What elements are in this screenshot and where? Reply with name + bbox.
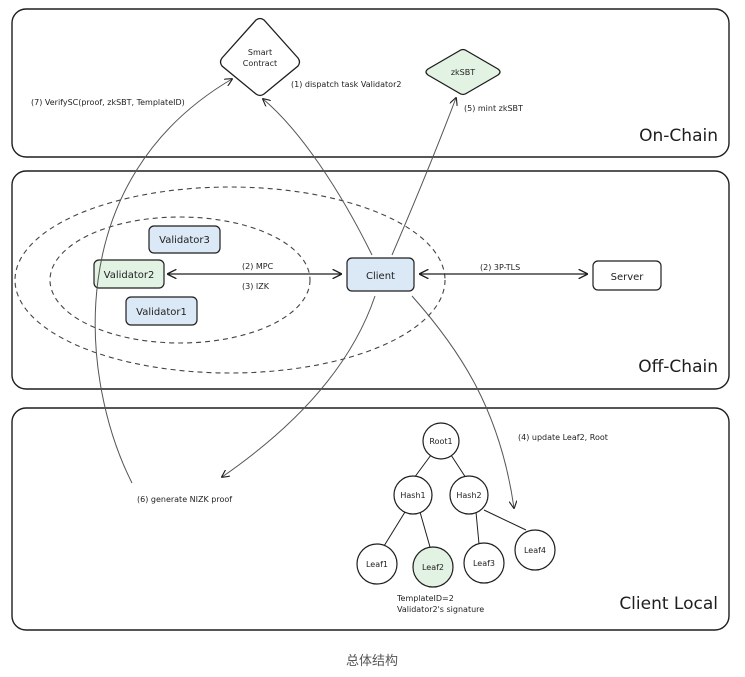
svg-text:Validator2: Validator2 (104, 270, 155, 281)
mpc-label: (2) MPC (242, 262, 274, 271)
leaf-note-line1: TemplateID=2 (396, 594, 454, 603)
dispatch-label: (1) dispatch task Validator2 (291, 80, 401, 89)
dispatch-arrow (263, 99, 373, 256)
svg-text:Server: Server (611, 272, 645, 283)
smart-contract-label-line2: Contract (243, 59, 277, 68)
nizk-arrow (222, 295, 376, 477)
off-chain-label: Off-Chain (638, 357, 718, 377)
validator-group-ellipse-outer (14, 186, 446, 374)
client-local-section (11, 407, 730, 631)
leaf2-node: Leaf2 (412, 546, 454, 588)
smart-contract-node: Smart Contract (219, 17, 301, 97)
client-node: Client (346, 257, 415, 292)
svg-text:Leaf3: Leaf3 (473, 559, 495, 568)
validator2-node: Validator2 (93, 259, 165, 289)
svg-text:Hash1: Hash1 (400, 491, 425, 500)
tls-label: (2) 3P-TLS (480, 263, 520, 272)
server-node: Server (592, 260, 662, 291)
merkle-tree-edges (383, 454, 527, 548)
zksbt-node: zkSBT (425, 48, 501, 96)
leaf3-node: Leaf3 (463, 542, 505, 584)
mint-label: (5) mint zkSBT (464, 104, 523, 113)
leaf1-node: Leaf1 (356, 543, 398, 585)
svg-text:Leaf2: Leaf2 (422, 563, 444, 572)
update-arrow (411, 295, 514, 508)
off-chain-section (11, 170, 730, 390)
leaf-note-line2: Validator2's signature (397, 605, 484, 614)
svg-text:Validator3: Validator3 (159, 235, 210, 246)
validator1-node: Validator1 (125, 296, 198, 326)
on-chain-section (11, 8, 730, 158)
leaf4-node: Leaf4 (514, 529, 556, 571)
smart-contract-label-line1: Smart (248, 48, 272, 57)
mint-arrow (391, 98, 456, 256)
svg-text:Leaf1: Leaf1 (366, 560, 388, 569)
svg-text:Validator1: Validator1 (136, 307, 187, 318)
hash1-node: Hash1 (393, 475, 433, 515)
on-chain-label: On-Chain (639, 126, 718, 146)
izk-label: (3) IZK (242, 282, 270, 291)
figure-caption: 总体结构 (346, 654, 398, 669)
validator3-node: Validator3 (148, 225, 221, 254)
verify-label: (7) VerifySC(proof, zkSBT, TemplateID) (31, 98, 185, 107)
svg-text:Client: Client (366, 271, 395, 282)
hash2-node: Hash2 (449, 475, 489, 515)
svg-text:Root1: Root1 (429, 437, 452, 446)
svg-text:Leaf4: Leaf4 (524, 546, 546, 555)
nizk-label: (6) generate NIZK proof (137, 495, 232, 504)
client-local-label: Client Local (619, 594, 718, 614)
svg-text:Hash2: Hash2 (456, 491, 481, 500)
update-label: (4) update Leaf2, Root (518, 433, 608, 442)
zksbt-label: zkSBT (451, 68, 475, 77)
root-node: Root1 (422, 422, 460, 460)
verify-arrow (94, 79, 232, 484)
validator-group-ellipse-inner (49, 216, 311, 344)
